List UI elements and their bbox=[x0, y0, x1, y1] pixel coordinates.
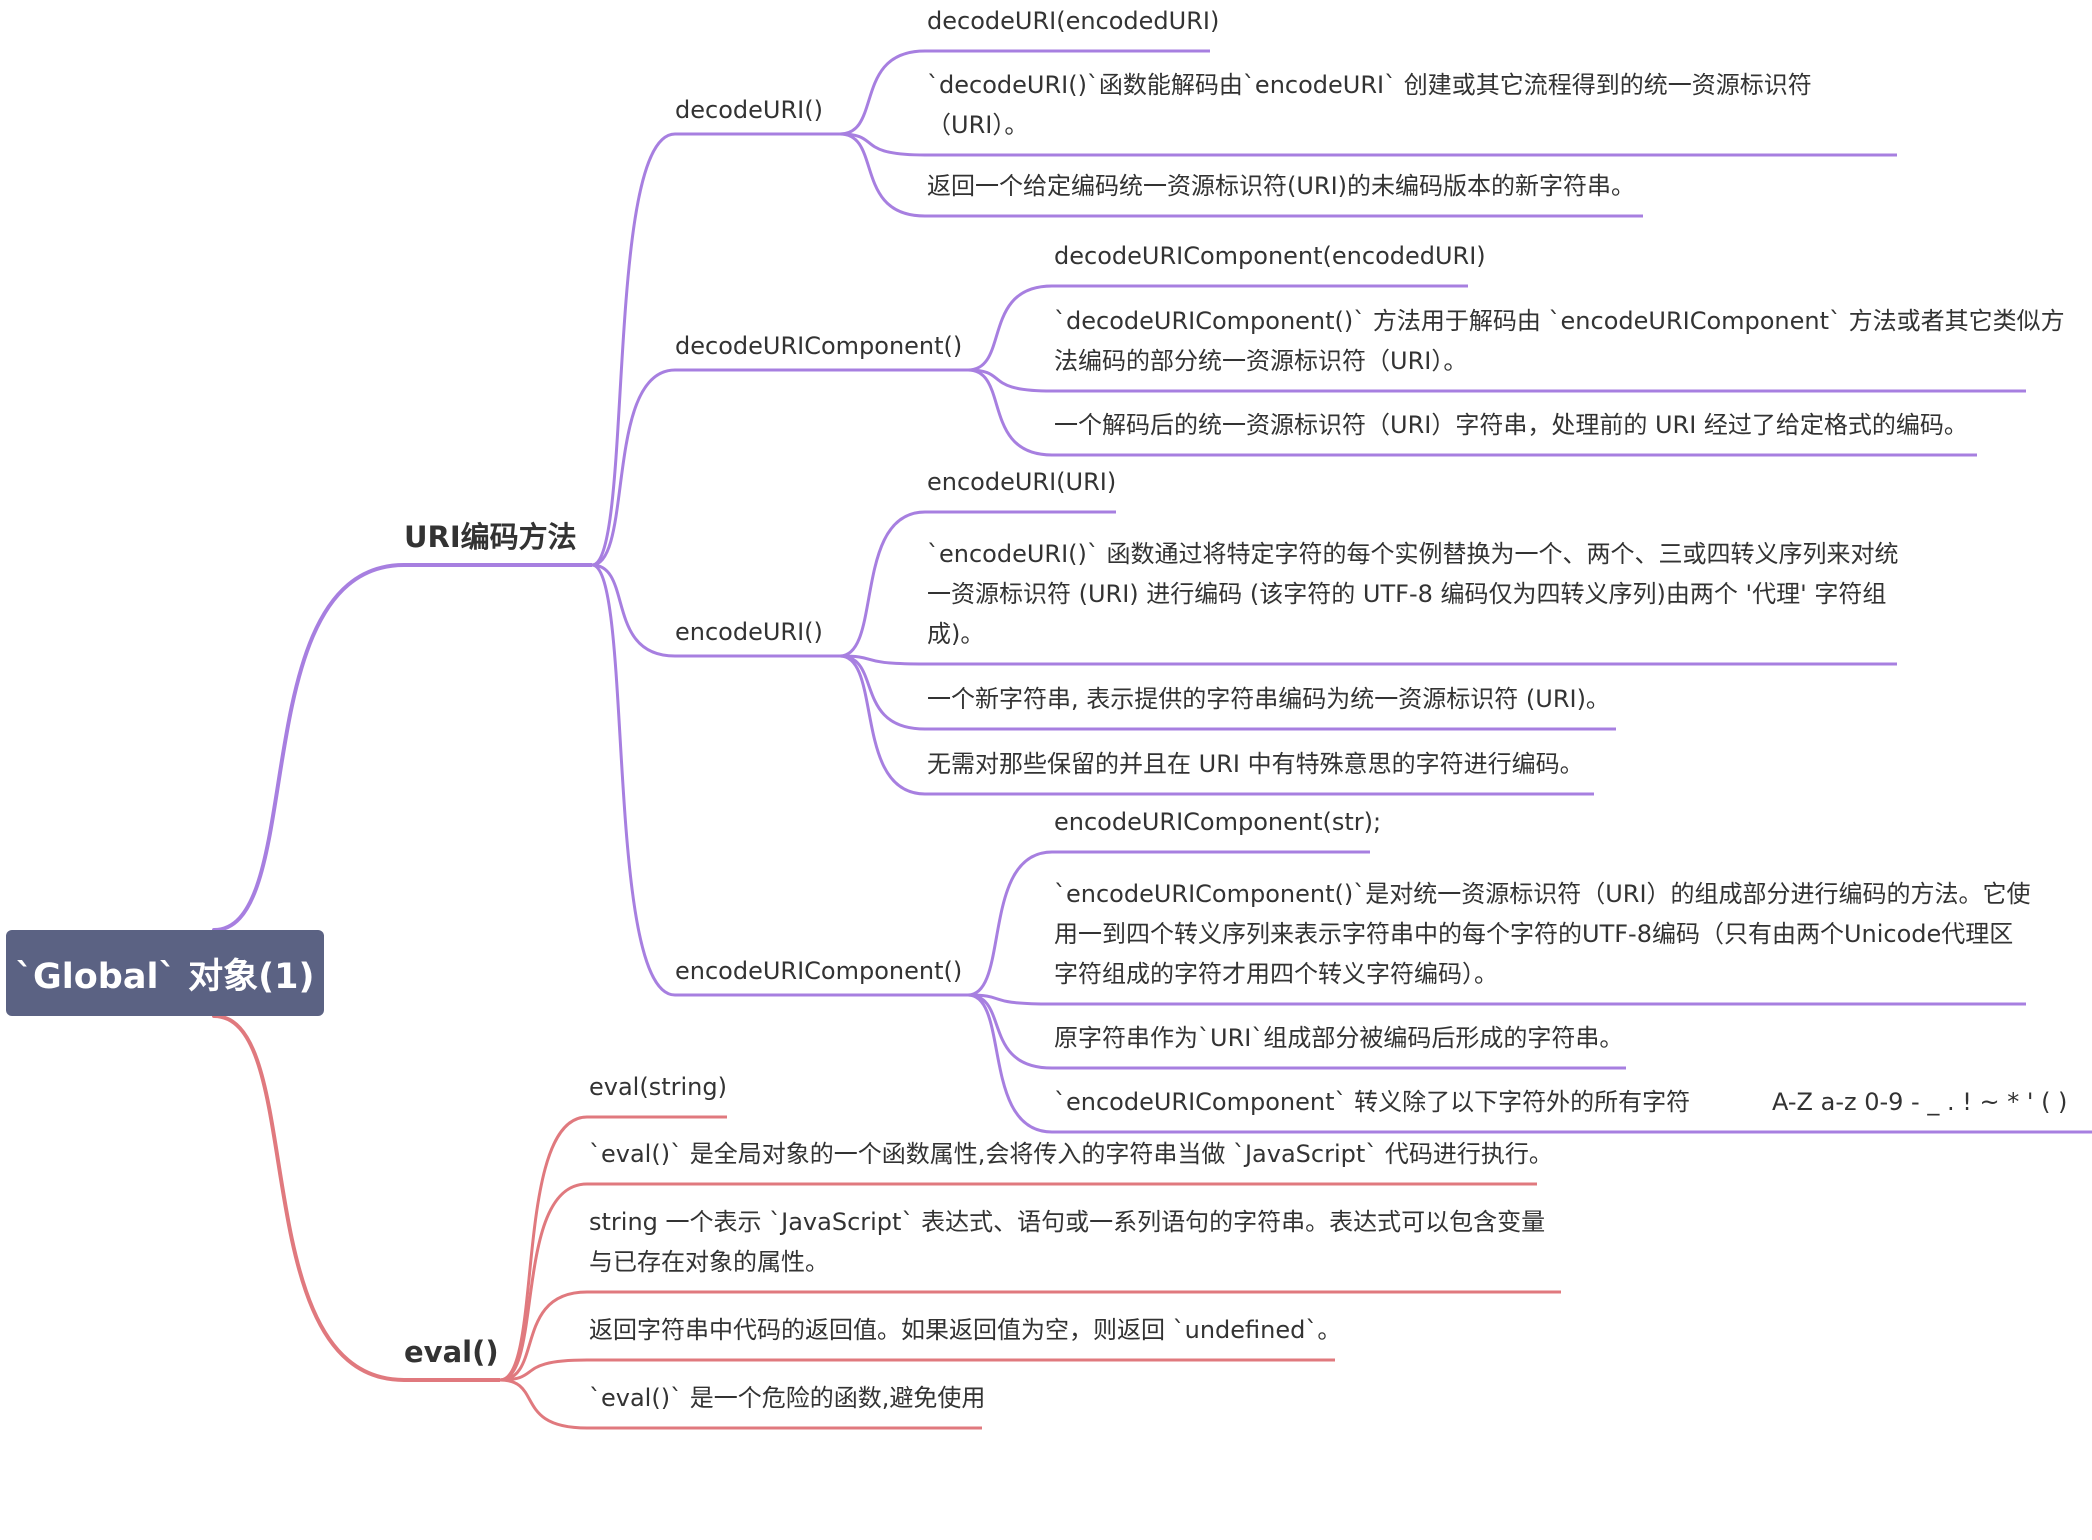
link-uri-method bbox=[590, 132, 677, 567]
leaf-text[interactable]: 与已存在对象的属性。 bbox=[589, 1248, 829, 1276]
leaf-text[interactable]: decodeURIComponent(encodedURI) bbox=[1054, 242, 1486, 270]
method-node[interactable]: decodeURI() bbox=[675, 96, 823, 124]
subleaf-text[interactable]: A-Z a-z 0-9 - _ . ! ~ * ' ( ) bbox=[1772, 1088, 2068, 1116]
method-node[interactable]: encodeURIComponent() bbox=[675, 957, 963, 985]
link-method-leaf bbox=[838, 654, 927, 731]
link-eval-leaf bbox=[498, 1182, 589, 1382]
leaf-text[interactable]: 一个解码后的统一资源标识符（URI）字符串，处理前的 URI 经过了给定格式的编… bbox=[1054, 411, 1968, 439]
leaf-text[interactable]: string 一个表示 `JavaScript` 表达式、语句或一系列语句的字符… bbox=[589, 1208, 1546, 1236]
link-eval-leaf bbox=[498, 1290, 589, 1382]
link-method-leaf bbox=[966, 284, 1054, 372]
leaf-text[interactable]: 返回一个给定编码统一资源标识符(URI)的未编码版本的新字符串。 bbox=[927, 172, 1636, 200]
link-method-leaf bbox=[838, 654, 927, 796]
leaf-text[interactable]: decodeURI(encodedURI) bbox=[927, 7, 1220, 35]
link-method-leaf bbox=[838, 510, 927, 658]
link-method-leaf bbox=[966, 993, 1054, 1006]
eval-branch-label[interactable]: eval() bbox=[404, 1335, 499, 1369]
link-method-leaf bbox=[966, 993, 1054, 1070]
leaf-text[interactable]: 法编码的部分统一资源标识符（URI）。 bbox=[1054, 347, 1468, 375]
leaf-text[interactable]: 一资源标识符 (URI) 进行编码 (该字符的 UTF-8 编码仅为四转义序列)… bbox=[927, 580, 1887, 608]
leaf-text[interactable]: 返回字符串中代码的返回值。如果返回值为空，则返回 `undefined`。 bbox=[589, 1316, 1342, 1344]
link-uri-method bbox=[590, 563, 677, 997]
leaf-text[interactable]: `decodeURI()`函数能解码由`encodeURI` 创建或其它流程得到… bbox=[927, 71, 1812, 99]
link-method-leaf bbox=[966, 850, 1054, 997]
leaf-text[interactable]: `encodeURI()` 函数通过将特定字符的每个实例替换为一个、两个、三或四… bbox=[927, 540, 1899, 568]
leaf-text[interactable]: （URI）。 bbox=[927, 111, 1029, 139]
link-method-leaf bbox=[838, 132, 927, 157]
link-uri-method bbox=[590, 368, 677, 567]
link-root-eval bbox=[212, 1014, 406, 1382]
leaf-text[interactable]: `decodeURIComponent()` 方法用于解码由 `encodeUR… bbox=[1054, 307, 2065, 335]
link-method-leaf bbox=[966, 993, 1054, 1134]
leaf-text[interactable]: `eval()` 是一个危险的函数,避免使用 bbox=[589, 1384, 986, 1412]
leaf-text[interactable]: encodeURIComponent(str); bbox=[1054, 808, 1382, 836]
method-node[interactable]: decodeURIComponent() bbox=[675, 332, 963, 360]
leaf-text[interactable]: 原字符串作为`URI`组成部分被编码后形成的字符串。 bbox=[1054, 1024, 1624, 1052]
leaf-text[interactable]: `eval()` 是全局对象的一个函数属性,会将传入的字符串当做 `JavaSc… bbox=[589, 1140, 1553, 1168]
link-uri-method bbox=[590, 563, 677, 658]
leaf-text[interactable]: encodeURI(URI) bbox=[927, 468, 1117, 496]
leaf-text[interactable]: eval(string) bbox=[589, 1073, 727, 1101]
link-method-leaf bbox=[966, 368, 1054, 393]
link-eval-leaf bbox=[498, 1378, 589, 1430]
link-method-leaf bbox=[838, 49, 927, 136]
leaf-text[interactable]: `encodeURIComponent` 转义除了以下字符外的所有字符 bbox=[1054, 1088, 1691, 1116]
link-method-leaf bbox=[966, 368, 1054, 457]
uri-branch-label[interactable]: URI编码方法 bbox=[404, 520, 577, 554]
method-node[interactable]: encodeURI() bbox=[675, 618, 823, 646]
leaf-text[interactable]: 用一到四个转义序列来表示字符串中的每个字符的UTF-8编码（只有由两个Unico… bbox=[1054, 920, 2014, 948]
leaf-text[interactable]: `encodeURIComponent()`是对统一资源标识符（URI）的组成部… bbox=[1054, 880, 2031, 908]
link-method-leaf bbox=[838, 132, 927, 218]
link-eval-leaf bbox=[498, 1358, 589, 1382]
root-node[interactable]: `Global` 对象(1) bbox=[6, 930, 324, 1016]
link-root-uri bbox=[212, 563, 406, 932]
leaf-text[interactable]: 一个新字符串, 表示提供的字符串编码为统一资源标识符 (URI)。 bbox=[927, 685, 1610, 713]
leaf-text[interactable]: 成)。 bbox=[927, 620, 985, 648]
leaf-text[interactable]: 字符组成的字符才用四个转义字符编码）。 bbox=[1054, 960, 1498, 988]
link-method-leaf bbox=[838, 654, 927, 666]
link-eval-leaf bbox=[498, 1115, 589, 1382]
leaf-text[interactable]: 无需对那些保留的并且在 URI 中有特殊意思的字符进行编码。 bbox=[927, 750, 1584, 778]
